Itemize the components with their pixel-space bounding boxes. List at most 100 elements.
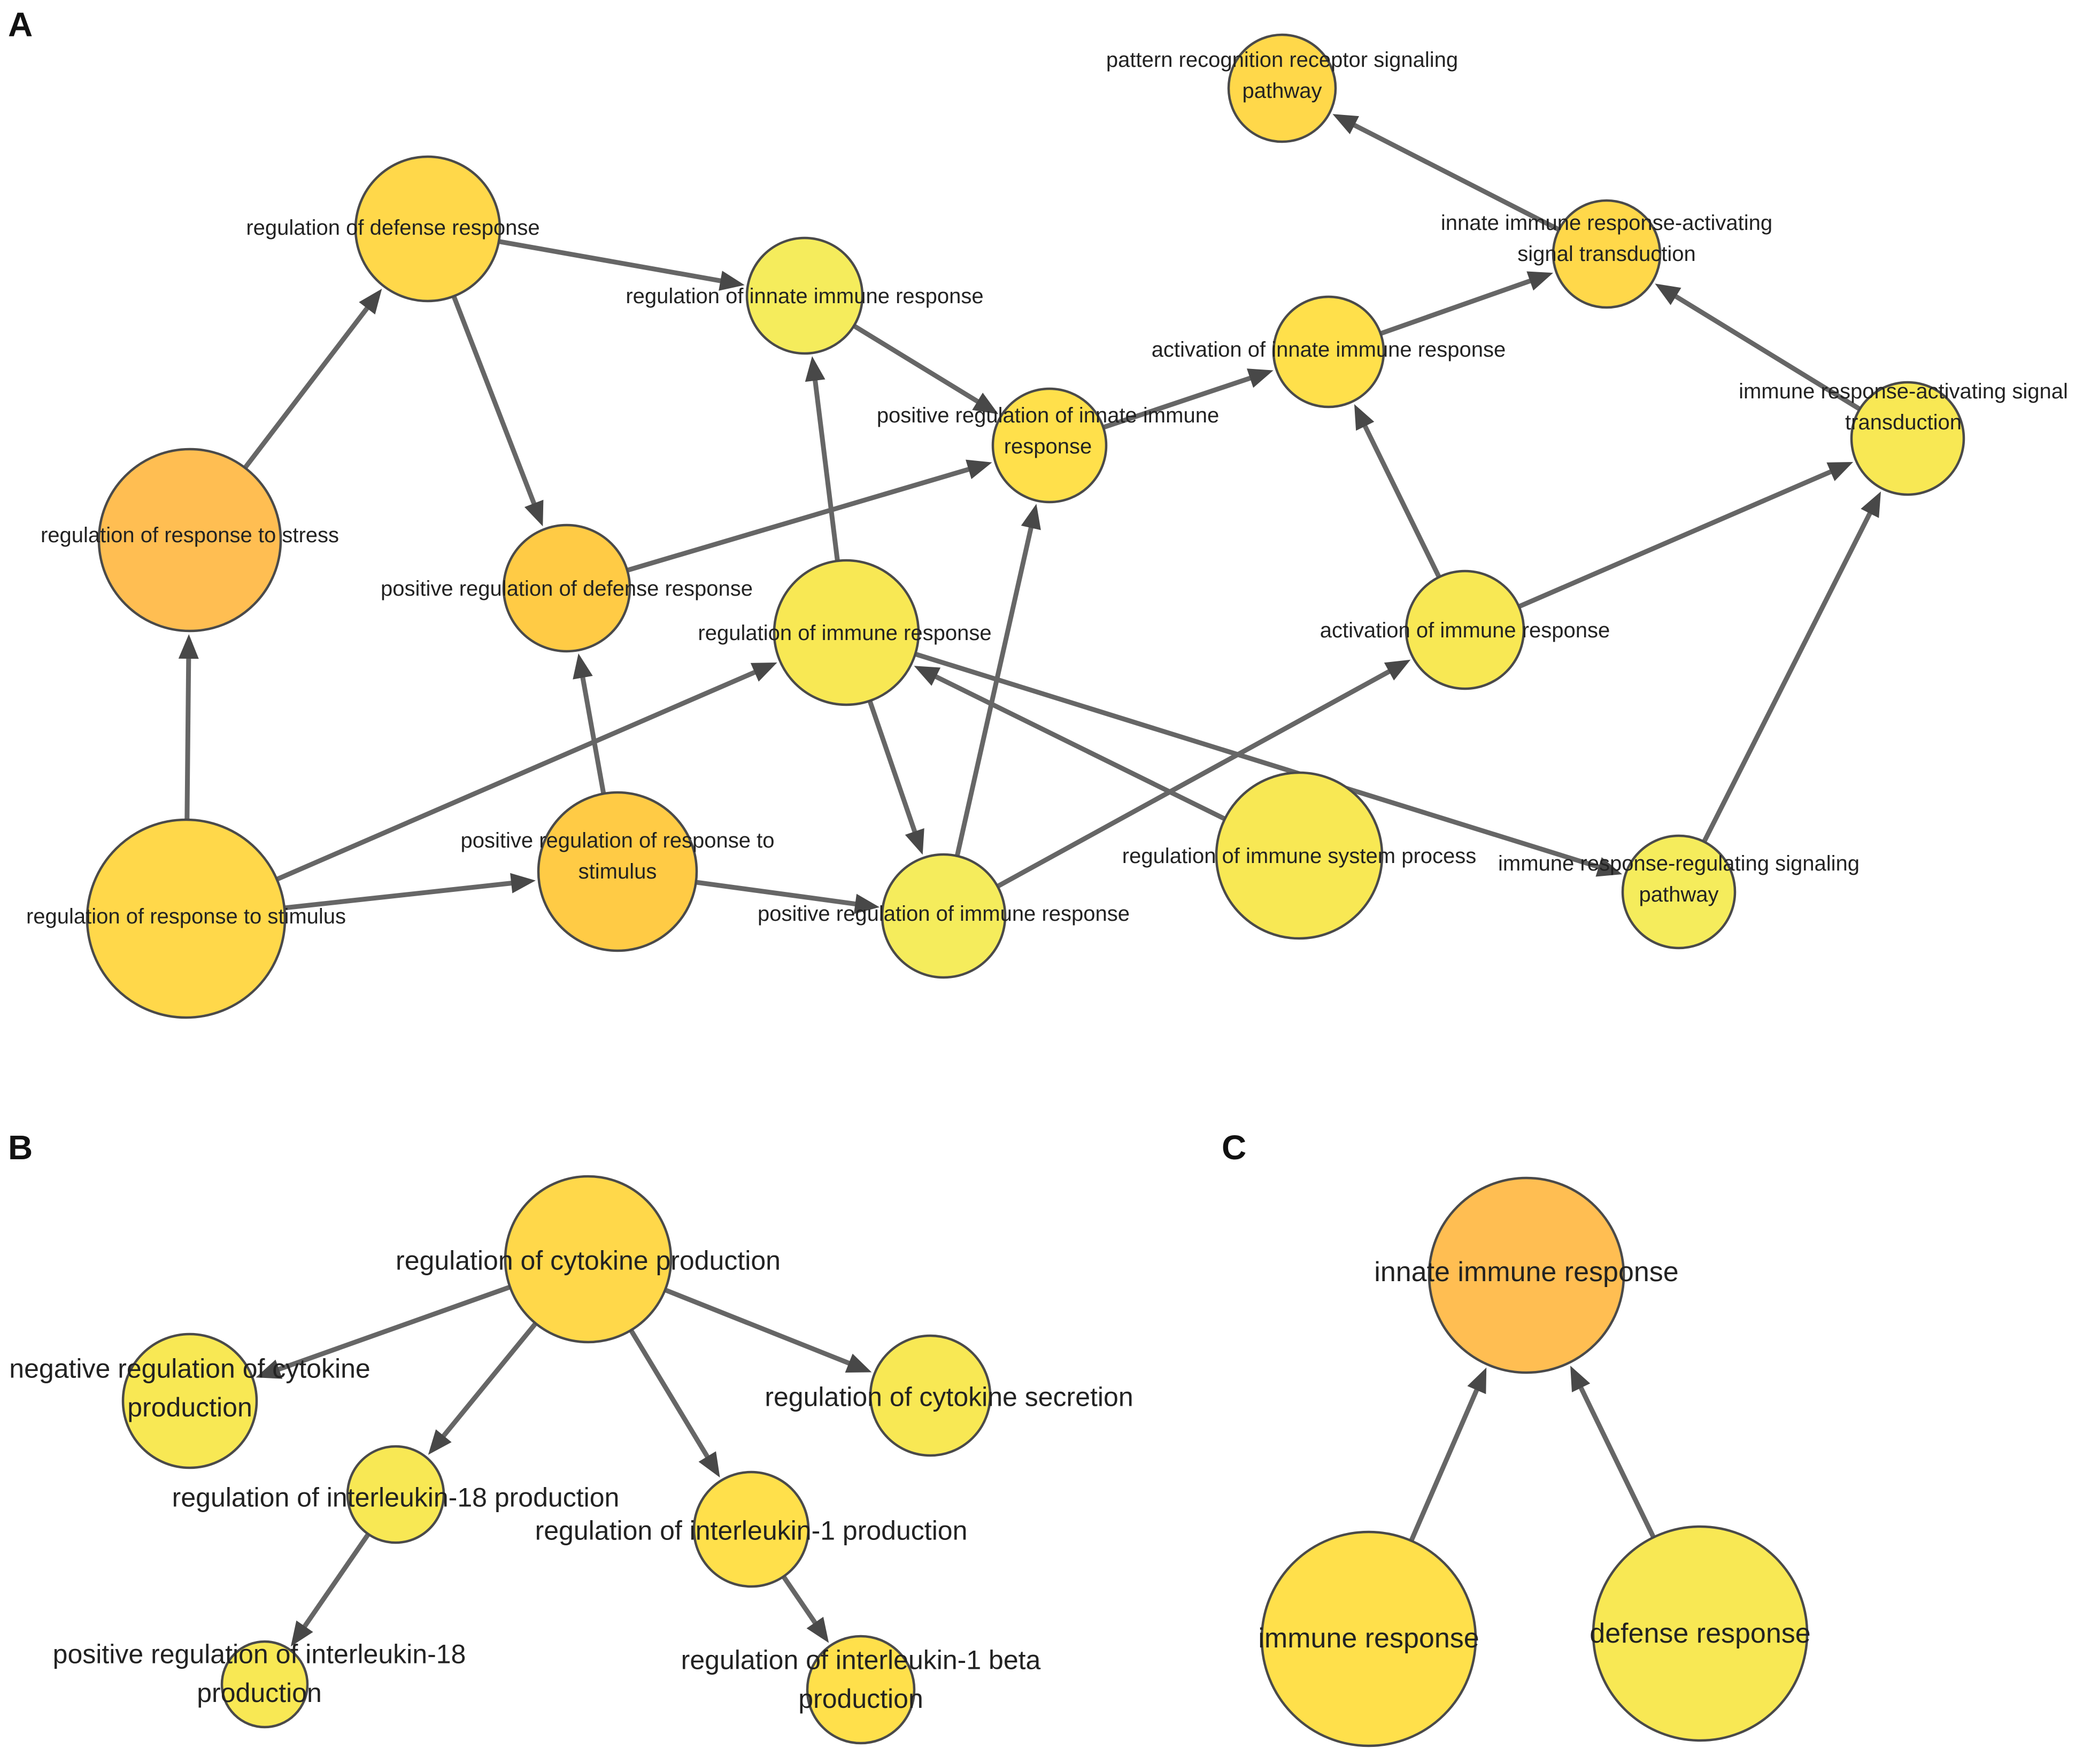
- node-label-line: positive regulation of defense response: [381, 577, 753, 600]
- node-rirr[interactable]: [745, 236, 864, 355]
- edge-dr-to-iir: [1570, 1366, 1656, 1539]
- node-label-line: regulation of interleukin-18 production: [172, 1483, 620, 1513]
- edge-line: [1362, 423, 1441, 579]
- node-nrcp[interactable]: [121, 1332, 258, 1469]
- edge-line: [852, 323, 981, 405]
- node-iir[interactable]: [1428, 1176, 1625, 1374]
- edge-line: [184, 656, 191, 820]
- node-rcs[interactable]: [869, 1334, 992, 1457]
- node-rds[interactable]: [354, 155, 502, 303]
- node-label-rcs: regulation of cytokine secretion: [765, 1382, 1133, 1412]
- labels-layer: regulation of defense response regulation…: [9, 48, 2068, 1714]
- node-label-ri18: regulation of interleukin-18 production: [172, 1483, 620, 1513]
- node-pri18[interactable]: [220, 1640, 309, 1729]
- edge-ri1-to-ri1b: [781, 1575, 829, 1643]
- arrow-head: [805, 356, 826, 382]
- node-rcp[interactable]: [504, 1175, 673, 1344]
- edge-rrst-to-prrs: [284, 873, 536, 911]
- edge-rcp-to-rcs: [664, 1288, 872, 1373]
- node-label-line: regulation of innate immune response: [626, 284, 983, 308]
- edge-line: [275, 669, 758, 882]
- node-dr[interactable]: [1592, 1525, 1809, 1742]
- node-rrs[interactable]: [97, 448, 282, 633]
- arrow-head: [1021, 504, 1041, 530]
- node-prii[interactable]: [991, 387, 1108, 504]
- node-prrsp[interactable]: [1227, 33, 1337, 143]
- edge-ri18-to-pri18: [290, 1532, 371, 1647]
- arrow-head: [1354, 404, 1375, 431]
- edge-ir-to-iir: [1409, 1367, 1487, 1542]
- node-label-line: production: [127, 1392, 252, 1422]
- edge-line: [696, 880, 858, 907]
- node-label-line: innate immune response-activating: [1441, 211, 1772, 235]
- edge-rir-to-prir: [867, 700, 924, 855]
- edge-line: [580, 675, 606, 795]
- edge-rrst-to-rir: [275, 663, 777, 882]
- node-label-line: pathway: [1243, 79, 1322, 103]
- arrow-head: [524, 499, 544, 527]
- node-rrst[interactable]: [86, 818, 287, 1019]
- node-label-iir: innate immune response: [1374, 1257, 1678, 1288]
- node-prrs[interactable]: [537, 791, 698, 952]
- edge-prii-to-aiir: [1102, 368, 1274, 430]
- edge-line: [996, 668, 1392, 889]
- arrow-head: [359, 289, 382, 315]
- node-label-line: immune response-activating signal: [1739, 380, 2068, 403]
- node-ir[interactable]: [1260, 1530, 1477, 1747]
- node-label-line: positive regulation of innate immune: [877, 404, 1219, 427]
- arrow-head: [853, 893, 880, 914]
- arrow-head: [905, 828, 924, 855]
- node-label-line: activation of immune response: [1320, 619, 1610, 642]
- edge-rcp-to-ri18: [428, 1322, 538, 1455]
- node-aiir[interactable]: [1272, 295, 1385, 409]
- edge-line: [1351, 122, 1560, 232]
- edge-line: [629, 1329, 711, 1460]
- node-rir[interactable]: [773, 559, 920, 706]
- edges-layer: [178, 114, 1881, 1647]
- panel-label-a: A: [8, 5, 33, 44]
- edge-air-to-irast: [1518, 462, 1854, 609]
- node-label-rcp: regulation of cytokine production: [396, 1246, 781, 1276]
- arrow-head: [972, 392, 999, 414]
- edge-line: [276, 1284, 511, 1373]
- node-risp[interactable]: [1215, 771, 1384, 940]
- node-label-rds: regulation of defense response: [246, 216, 539, 240]
- edge-air-to-aiir: [1354, 404, 1441, 579]
- arrow-head: [914, 666, 941, 686]
- edge-prir-to-prii: [954, 504, 1041, 857]
- node-ri18[interactable]: [346, 1445, 445, 1544]
- edge-line: [664, 1288, 852, 1366]
- arrow-head: [1246, 368, 1274, 388]
- node-label-line: production: [197, 1678, 322, 1708]
- edge-line: [440, 1322, 538, 1439]
- arrow-head: [1826, 462, 1854, 481]
- node-prds[interactable]: [502, 523, 631, 653]
- edge-rirr-to-prii: [852, 323, 999, 414]
- node-ri1b[interactable]: [806, 1635, 916, 1745]
- edge-prrs-to-prds: [573, 653, 606, 795]
- node-iirast[interactable]: [1552, 199, 1662, 309]
- node-label-dr: defense response: [1590, 1618, 1810, 1649]
- nodes-layer: [86, 33, 1965, 1747]
- edge-line: [914, 651, 1602, 870]
- node-ri1[interactable]: [692, 1470, 810, 1588]
- edge-prds-to-prii: [626, 459, 992, 573]
- edge-rrst-to-rrs: [178, 634, 199, 820]
- node-label-line: regulation of interleukin-1 beta: [681, 1645, 1041, 1675]
- node-irast[interactable]: [1850, 381, 1965, 496]
- node-irrsp[interactable]: [1621, 834, 1737, 950]
- edge-line: [243, 305, 371, 469]
- arrow-head: [698, 1451, 720, 1478]
- node-air[interactable]: [1405, 569, 1525, 690]
- arrow-head: [1655, 283, 1681, 305]
- node-prir[interactable]: [881, 853, 1007, 979]
- arrow-head: [806, 1616, 829, 1643]
- edge-line: [1102, 375, 1253, 430]
- edge-line: [451, 295, 537, 506]
